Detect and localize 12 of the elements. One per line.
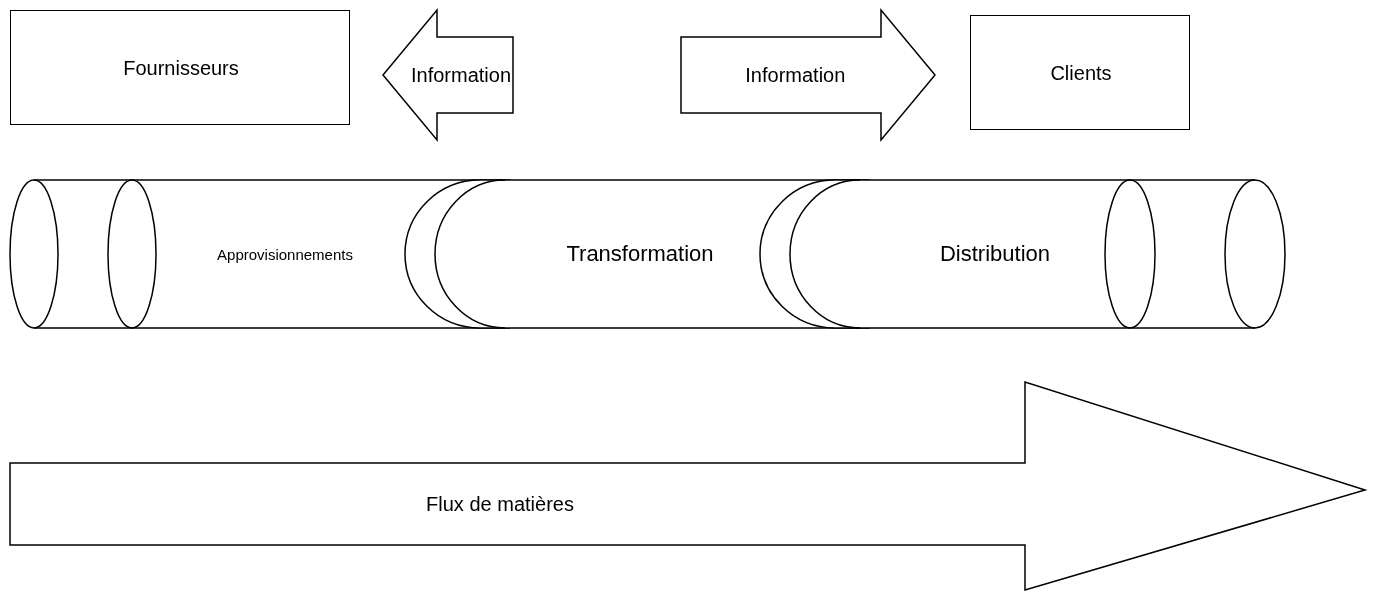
node-label: Fournisseurs <box>123 57 239 80</box>
block-arrow <box>382 7 514 143</box>
node-label: Distribution <box>939 241 1050 267</box>
node-label: Approvisionnements <box>217 245 353 263</box>
node-label: Flux de matières <box>426 492 574 516</box>
process-box <box>970 15 1190 130</box>
edge-label: Information <box>745 63 846 87</box>
edge-label: Information <box>410 63 512 87</box>
node-label: Transformation <box>566 241 714 267</box>
block-arrow <box>680 7 936 143</box>
node-label: Clients <box>1050 62 1112 85</box>
process-box <box>10 10 350 125</box>
